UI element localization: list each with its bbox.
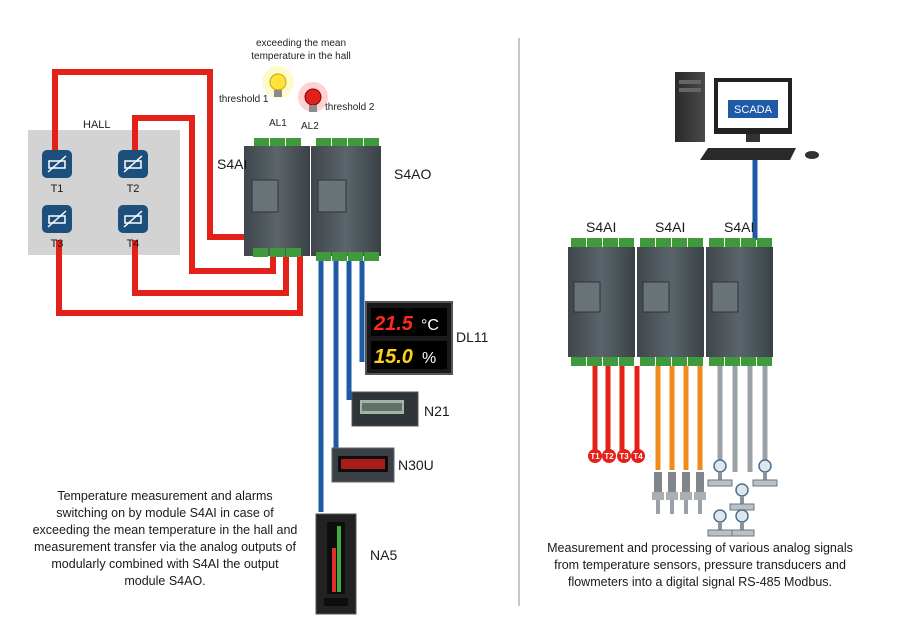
n30u-label: N30U [398, 457, 434, 473]
module-s4ai-left [244, 138, 310, 257]
left-caption: Temperature measurement and alarms switc… [32, 489, 298, 588]
dl11-row1-value: 21.5 [373, 313, 414, 335]
thermistor-icon [47, 155, 67, 173]
n30u-meter [331, 447, 395, 483]
dl11-row1-unit: °C [421, 317, 439, 334]
n21-label: N21 [424, 403, 450, 419]
al1-label: AL1 [269, 118, 287, 129]
dl11-label: DL11 [456, 329, 489, 345]
flowmeter-icon [752, 459, 778, 487]
module-s4ai-right-3: S4AI [706, 219, 773, 366]
flowmeter-icon [707, 509, 733, 537]
na5-bargraph [315, 513, 357, 615]
sensor-tile-t2: T2 [118, 150, 148, 195]
threshold1-label: threshold 1 [219, 94, 269, 105]
pressure-transducers [652, 472, 706, 514]
sensor-tag-t4: T4 [631, 449, 645, 463]
scada-computer [675, 72, 819, 160]
bulb-caption-line2: temperature in the hall [251, 51, 351, 62]
hall-label: HALL [83, 119, 111, 131]
right-sensor-wires [592, 366, 768, 472]
sensor-label: T4 [127, 238, 140, 250]
thermistor-icon [123, 210, 143, 228]
na5-label: NA5 [370, 547, 397, 563]
sensor-tile-t4: T4 [118, 205, 148, 250]
s4ao-label: S4AO [394, 166, 431, 182]
bulb-caption-line1: exceeding the mean [256, 38, 346, 49]
pressure-transducer-icon [652, 472, 664, 514]
sensor-tile-t3: T3 [42, 205, 72, 250]
sensor-tag-t3: T3 [617, 449, 631, 463]
sensor-tag-label: T2 [604, 452, 614, 461]
sensor-label: T1 [51, 183, 64, 195]
sensor-tag-label: T1 [590, 452, 600, 461]
bulb-caption: exceeding the mean temperature in the ha… [251, 38, 351, 62]
module-s4ao [311, 138, 381, 261]
al2-label: AL2 [301, 121, 319, 132]
yellow-bulb-icon [262, 66, 294, 98]
scada-label: SCADA [734, 104, 773, 116]
module-label: S4AI [724, 219, 754, 235]
sensor-label: T3 [51, 238, 64, 250]
module-label: S4AI [586, 219, 616, 235]
sensor-tag-label: T4 [633, 452, 643, 461]
pressure-transducer-icon [680, 472, 692, 514]
sensor-tag-t2: T2 [602, 449, 616, 463]
sensor-tile-t1: T1 [42, 150, 72, 195]
pressure-transducer-icon [694, 472, 706, 514]
right-sensor-tags: T1 T2 T3 T4 [588, 449, 645, 463]
flowmeter-icon [729, 509, 755, 537]
thermistor-icon [123, 155, 143, 173]
thermistor-icon [47, 210, 67, 228]
dl11-row2-unit: % [422, 350, 436, 367]
module-s4ai-right-2: S4AI [637, 219, 704, 366]
s4ai-left-label: S4AI [217, 156, 247, 172]
flowmeter-icon [729, 483, 755, 511]
module-label: S4AI [655, 219, 685, 235]
right-modules: S4AI S4AI S4AI [568, 219, 773, 366]
dl11-display: 21.5 °C 15.0 % [365, 301, 453, 375]
flowmeters [707, 459, 778, 537]
threshold2-label: threshold 2 [325, 102, 375, 113]
right-caption: Measurement and processing of various an… [547, 541, 853, 589]
module-s4ai-right-1: S4AI [568, 219, 635, 366]
sensor-tag-t1: T1 [588, 449, 602, 463]
sensor-label: T2 [127, 183, 140, 195]
pressure-transducer-icon [666, 472, 678, 514]
analog-output-wires [318, 261, 365, 512]
red-bulb-icon [298, 82, 328, 112]
dl11-row2-value: 15.0 [374, 346, 413, 368]
sensor-tag-label: T3 [619, 452, 629, 461]
flowmeter-icon [707, 459, 733, 487]
n21-meter [351, 391, 419, 427]
